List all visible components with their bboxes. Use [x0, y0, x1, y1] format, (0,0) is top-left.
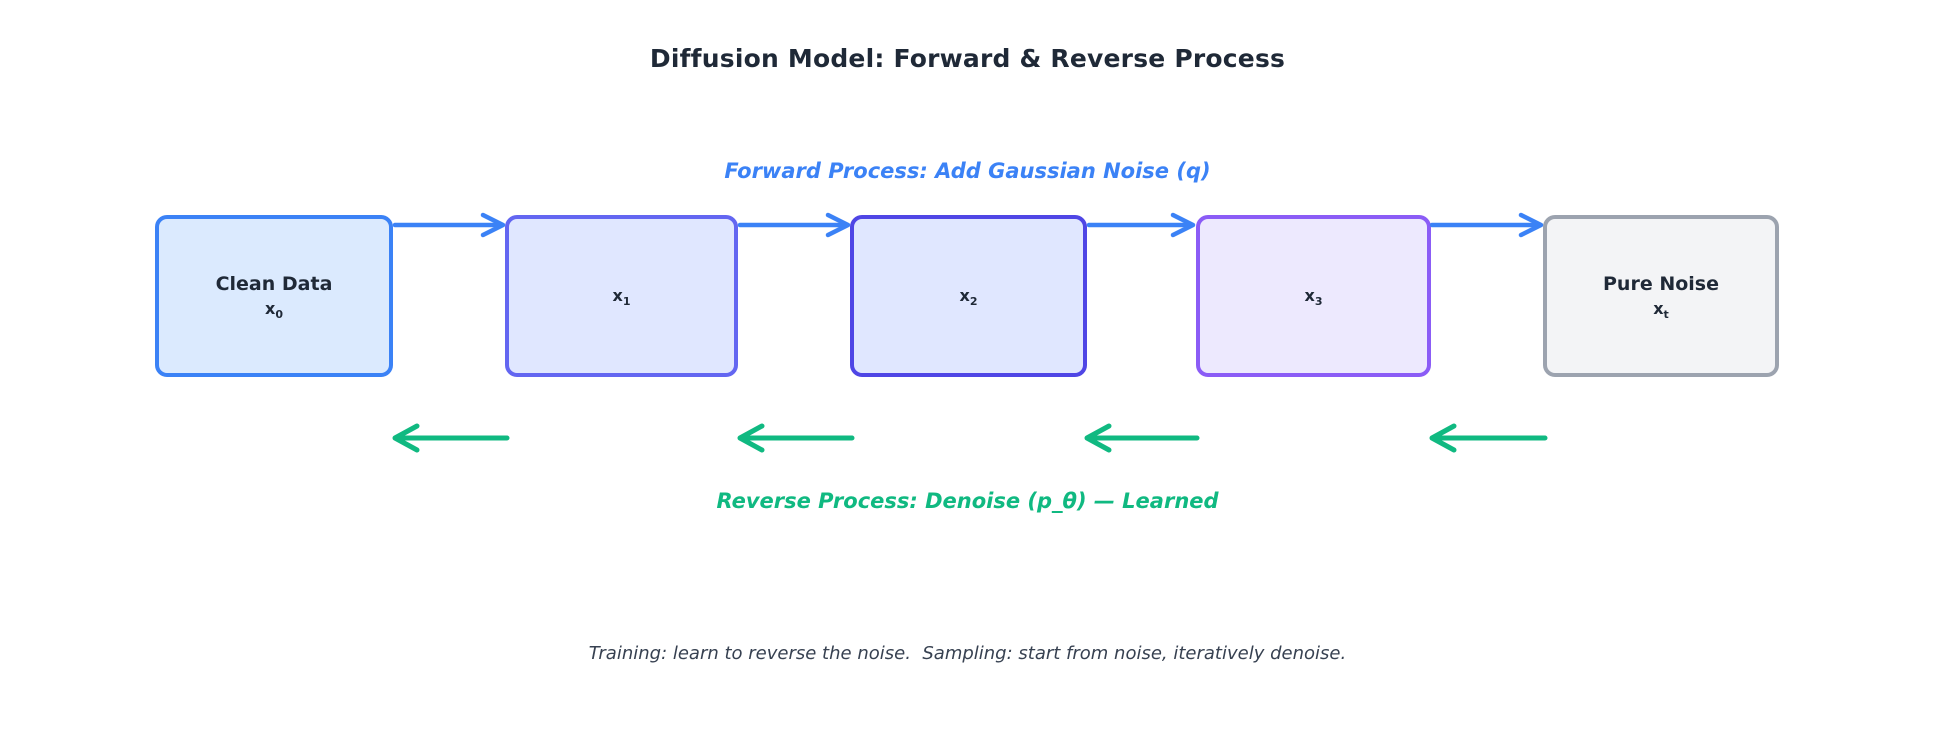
- box-symbol: xt: [1653, 299, 1669, 322]
- box-clean-data: Clean Data x0: [155, 215, 393, 377]
- forward-arrow-2: [737, 212, 851, 238]
- forward-arrow-1: [392, 212, 506, 238]
- box-title: Pure Noise: [1603, 273, 1719, 296]
- reverse-arrow-4: [1429, 423, 1548, 453]
- box-symbol: x3: [1304, 286, 1323, 309]
- reverse-arrow-1: [392, 423, 510, 453]
- forward-arrow-3: [1086, 212, 1196, 238]
- box-symbol: x2: [959, 286, 978, 309]
- box-title: Clean Data: [215, 273, 333, 296]
- box-x2: x2: [850, 215, 1087, 377]
- box-pure-noise: Pure Noise xt: [1543, 215, 1779, 377]
- box-x1: x1: [505, 215, 738, 377]
- reverse-process-label: Reverse Process: Denoise (p_θ) — Learned: [716, 489, 1219, 513]
- reverse-arrow-3: [1084, 423, 1200, 453]
- forward-arrow-4: [1429, 212, 1544, 238]
- reverse-arrow-2: [737, 423, 855, 453]
- box-symbol: x1: [612, 286, 631, 309]
- box-symbol: x0: [265, 299, 283, 322]
- box-x3: x3: [1196, 215, 1431, 377]
- forward-process-label: Forward Process: Add Gaussian Noise (q): [724, 159, 1211, 183]
- footnote-caption: Training: learn to reverse the noise. Sa…: [588, 643, 1347, 664]
- page-title: Diffusion Model: Forward & Reverse Proce…: [649, 44, 1286, 73]
